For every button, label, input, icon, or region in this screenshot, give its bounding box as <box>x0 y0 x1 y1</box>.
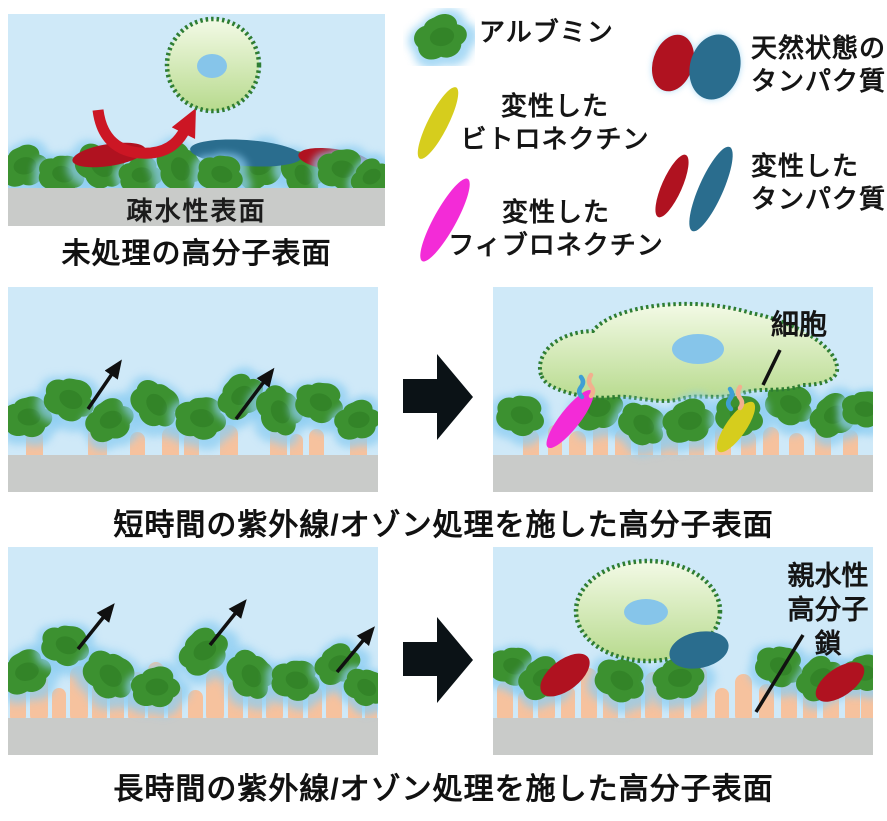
hydrophobic-surface-bar <box>8 188 385 226</box>
native-protein-red-right <box>815 662 865 702</box>
long-before-illustration <box>8 547 378 755</box>
panel-untreated: 疎水性表面 <box>8 14 385 226</box>
caption-long-treatment: 長時間の紫外線/オゾン処理を施した高分子表面 <box>113 773 774 806</box>
panel-short-after: 細胞 <box>493 287 873 492</box>
albumin-icon <box>403 8 475 66</box>
native-protein-icon <box>651 34 741 100</box>
native-protein-red-left <box>540 653 590 697</box>
short-before-illustration <box>8 287 378 492</box>
transform-arrow-icon <box>403 354 473 440</box>
panel-long-before <box>8 547 378 755</box>
short-after-illustration <box>493 287 873 492</box>
hydrophobic-surface-label: 疎水性表面 <box>126 196 267 226</box>
cell-nucleus <box>624 599 668 625</box>
cell-nucleus <box>672 334 724 364</box>
denatured-fibronectin-shape <box>546 389 594 449</box>
transform-arrow-icon <box>403 617 473 703</box>
denatured-vitronectin-shape <box>716 401 756 453</box>
albumin-label: アルブミン <box>479 17 614 47</box>
legend: アルブミン 天然状態の タンパク質 変性した ビトロネクチン 変性した タンパク… <box>395 0 887 275</box>
long-after-illustration <box>493 547 873 755</box>
caption-short-treatment: 短時間の紫外線/オゾン処理を施した高分子表面 <box>113 509 774 542</box>
hydrophilic-chain-label: 親水性 高分子鎖 <box>787 561 869 659</box>
integrin-receptors <box>577 372 745 412</box>
desorption-arrows <box>76 599 375 674</box>
native-protein-blue <box>669 631 729 669</box>
untreated-illustration <box>8 14 385 226</box>
cell-label: 細胞 <box>771 309 828 340</box>
denatured-protein-icon <box>655 146 733 232</box>
native-protein-label: 天然状態の タンパク質 <box>751 33 887 97</box>
denatured-protein-label: 変性した タンパク質 <box>751 151 887 215</box>
surface-bar <box>493 718 873 755</box>
cell-nucleus <box>197 54 227 78</box>
surface-bar <box>8 455 378 492</box>
panel-short-before <box>8 287 378 492</box>
cell-pointer-line <box>761 349 782 386</box>
cell-bounce-arrow <box>92 108 196 159</box>
denatured-vitronectin-icon <box>417 87 459 159</box>
chain-pointer-line <box>754 634 805 713</box>
panel-long-after: 親水性 高分子鎖 <box>493 547 873 755</box>
surface-bar <box>8 718 378 755</box>
desorption-arrows <box>86 359 275 421</box>
denatured-vitronectin-label: 変性した ビトロネクチン <box>460 91 650 155</box>
surface-bar <box>493 455 873 492</box>
denatured-fibronectin-label: 変性した フィブロネクチン <box>448 197 664 261</box>
caption-untreated: 未処理の高分子表面 <box>61 238 332 270</box>
denatured-fibronectin-icon <box>420 178 470 262</box>
